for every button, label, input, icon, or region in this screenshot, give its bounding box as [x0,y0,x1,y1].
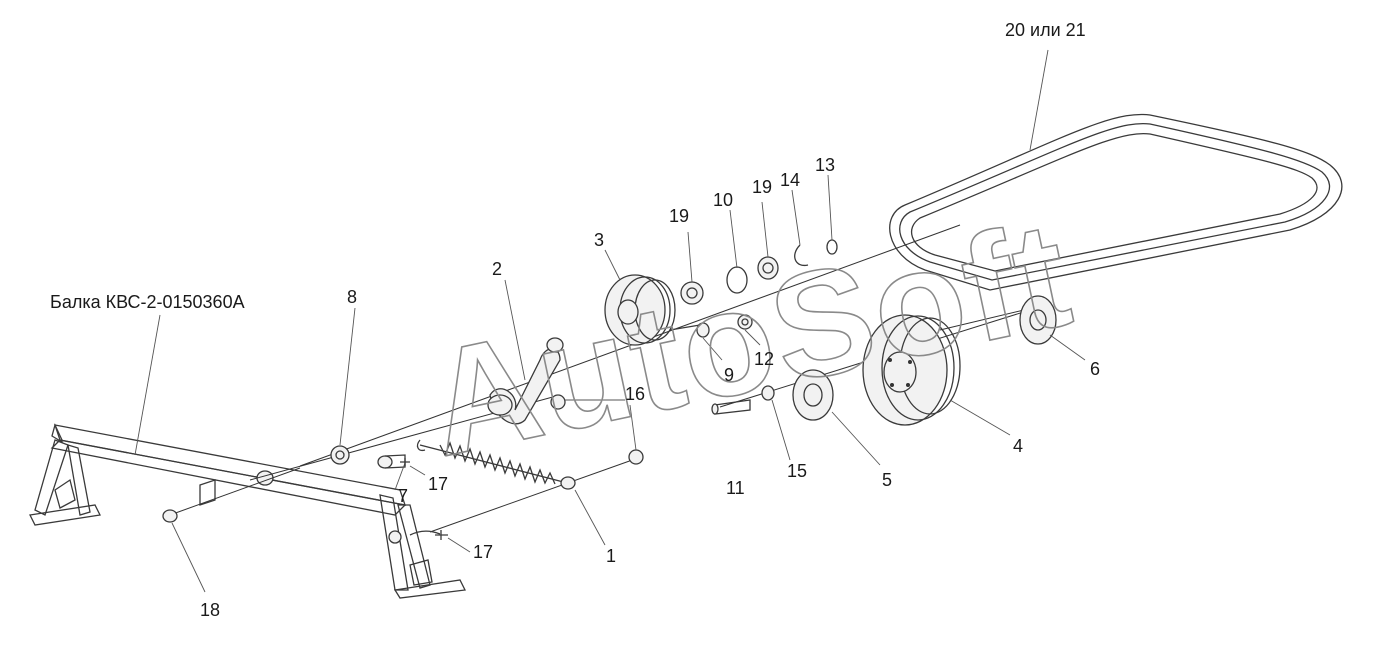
label-part-1: 1 [606,546,616,566]
label-part-19b: 19 [752,177,772,197]
label-part-2: 2 [492,259,502,279]
label-part-7: 7 [398,486,408,506]
beam-frame [29,314,466,599]
label-part-6: 6 [1090,359,1100,379]
label-beam: Балка КВС-2-0150360А [50,292,245,312]
part-19-bearings [680,201,779,305]
label-part-16: 16 [625,384,645,404]
part-8-washer [330,307,356,465]
part-5-flange [792,369,881,466]
part-14-circlip [791,189,809,267]
label-part-5: 5 [882,470,892,490]
part-2-tension-lever [487,337,564,425]
label-part-4: 4 [1013,436,1023,456]
label-part-17a: 17 [428,474,448,494]
part-17-cotter-pins [400,458,471,553]
part-16-washer [550,394,644,465]
part-3-idler-pulley [604,274,676,346]
part-6-flange [1019,295,1086,361]
part-4-drive-pulley [862,314,961,426]
part-1-spring [416,439,576,490]
label-part-18: 18 [200,600,220,620]
part-9-bolt [669,322,723,361]
part-15-nut [761,385,791,461]
label-part-19a: 19 [669,206,689,226]
label-part-3: 3 [594,230,604,250]
label-part-13: 13 [815,155,835,175]
label-part-9: 9 [724,365,734,385]
leaders [504,249,1011,546]
label-part-10: 10 [713,190,733,210]
part-13-retaining-ring [826,174,838,255]
part-12-nut [737,314,761,346]
part-18-grease-fitting [162,509,206,593]
drive-belt [889,49,1343,291]
label-part-8: 8 [347,287,357,307]
label-part-11: 11 [726,478,745,498]
part-10-ring [726,209,748,294]
part-7-pin [377,454,406,491]
label-part-14: 14 [780,170,800,190]
label-part-17b: 17 [473,542,493,562]
label-belt: 20 или 21 [1005,20,1086,40]
label-part-12: 12 [754,349,774,369]
part-11-bolt [711,399,751,415]
label-part-15: 15 [787,461,807,481]
watermark-text: AutoSoft [414,188,1084,487]
